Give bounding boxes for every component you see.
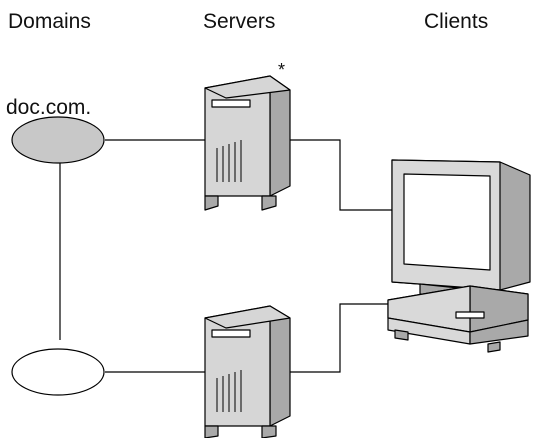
server-tower-icon bbox=[204, 305, 291, 438]
server-client-link-top bbox=[282, 139, 392, 211]
domain-node-doc-com bbox=[11, 116, 105, 164]
header-domains: Domains bbox=[8, 10, 91, 33]
header-servers: Servers bbox=[203, 10, 276, 33]
connection-lines bbox=[59, 139, 392, 373]
domain-node-sub bbox=[11, 348, 105, 396]
server-marker: * bbox=[278, 60, 286, 80]
header-clients: Clients bbox=[424, 10, 489, 33]
client-computer-icon bbox=[387, 159, 531, 353]
server-tower-icon bbox=[204, 75, 291, 211]
domain-label: doc.com. bbox=[6, 96, 92, 119]
server-client-link-bottom bbox=[282, 303, 392, 373]
